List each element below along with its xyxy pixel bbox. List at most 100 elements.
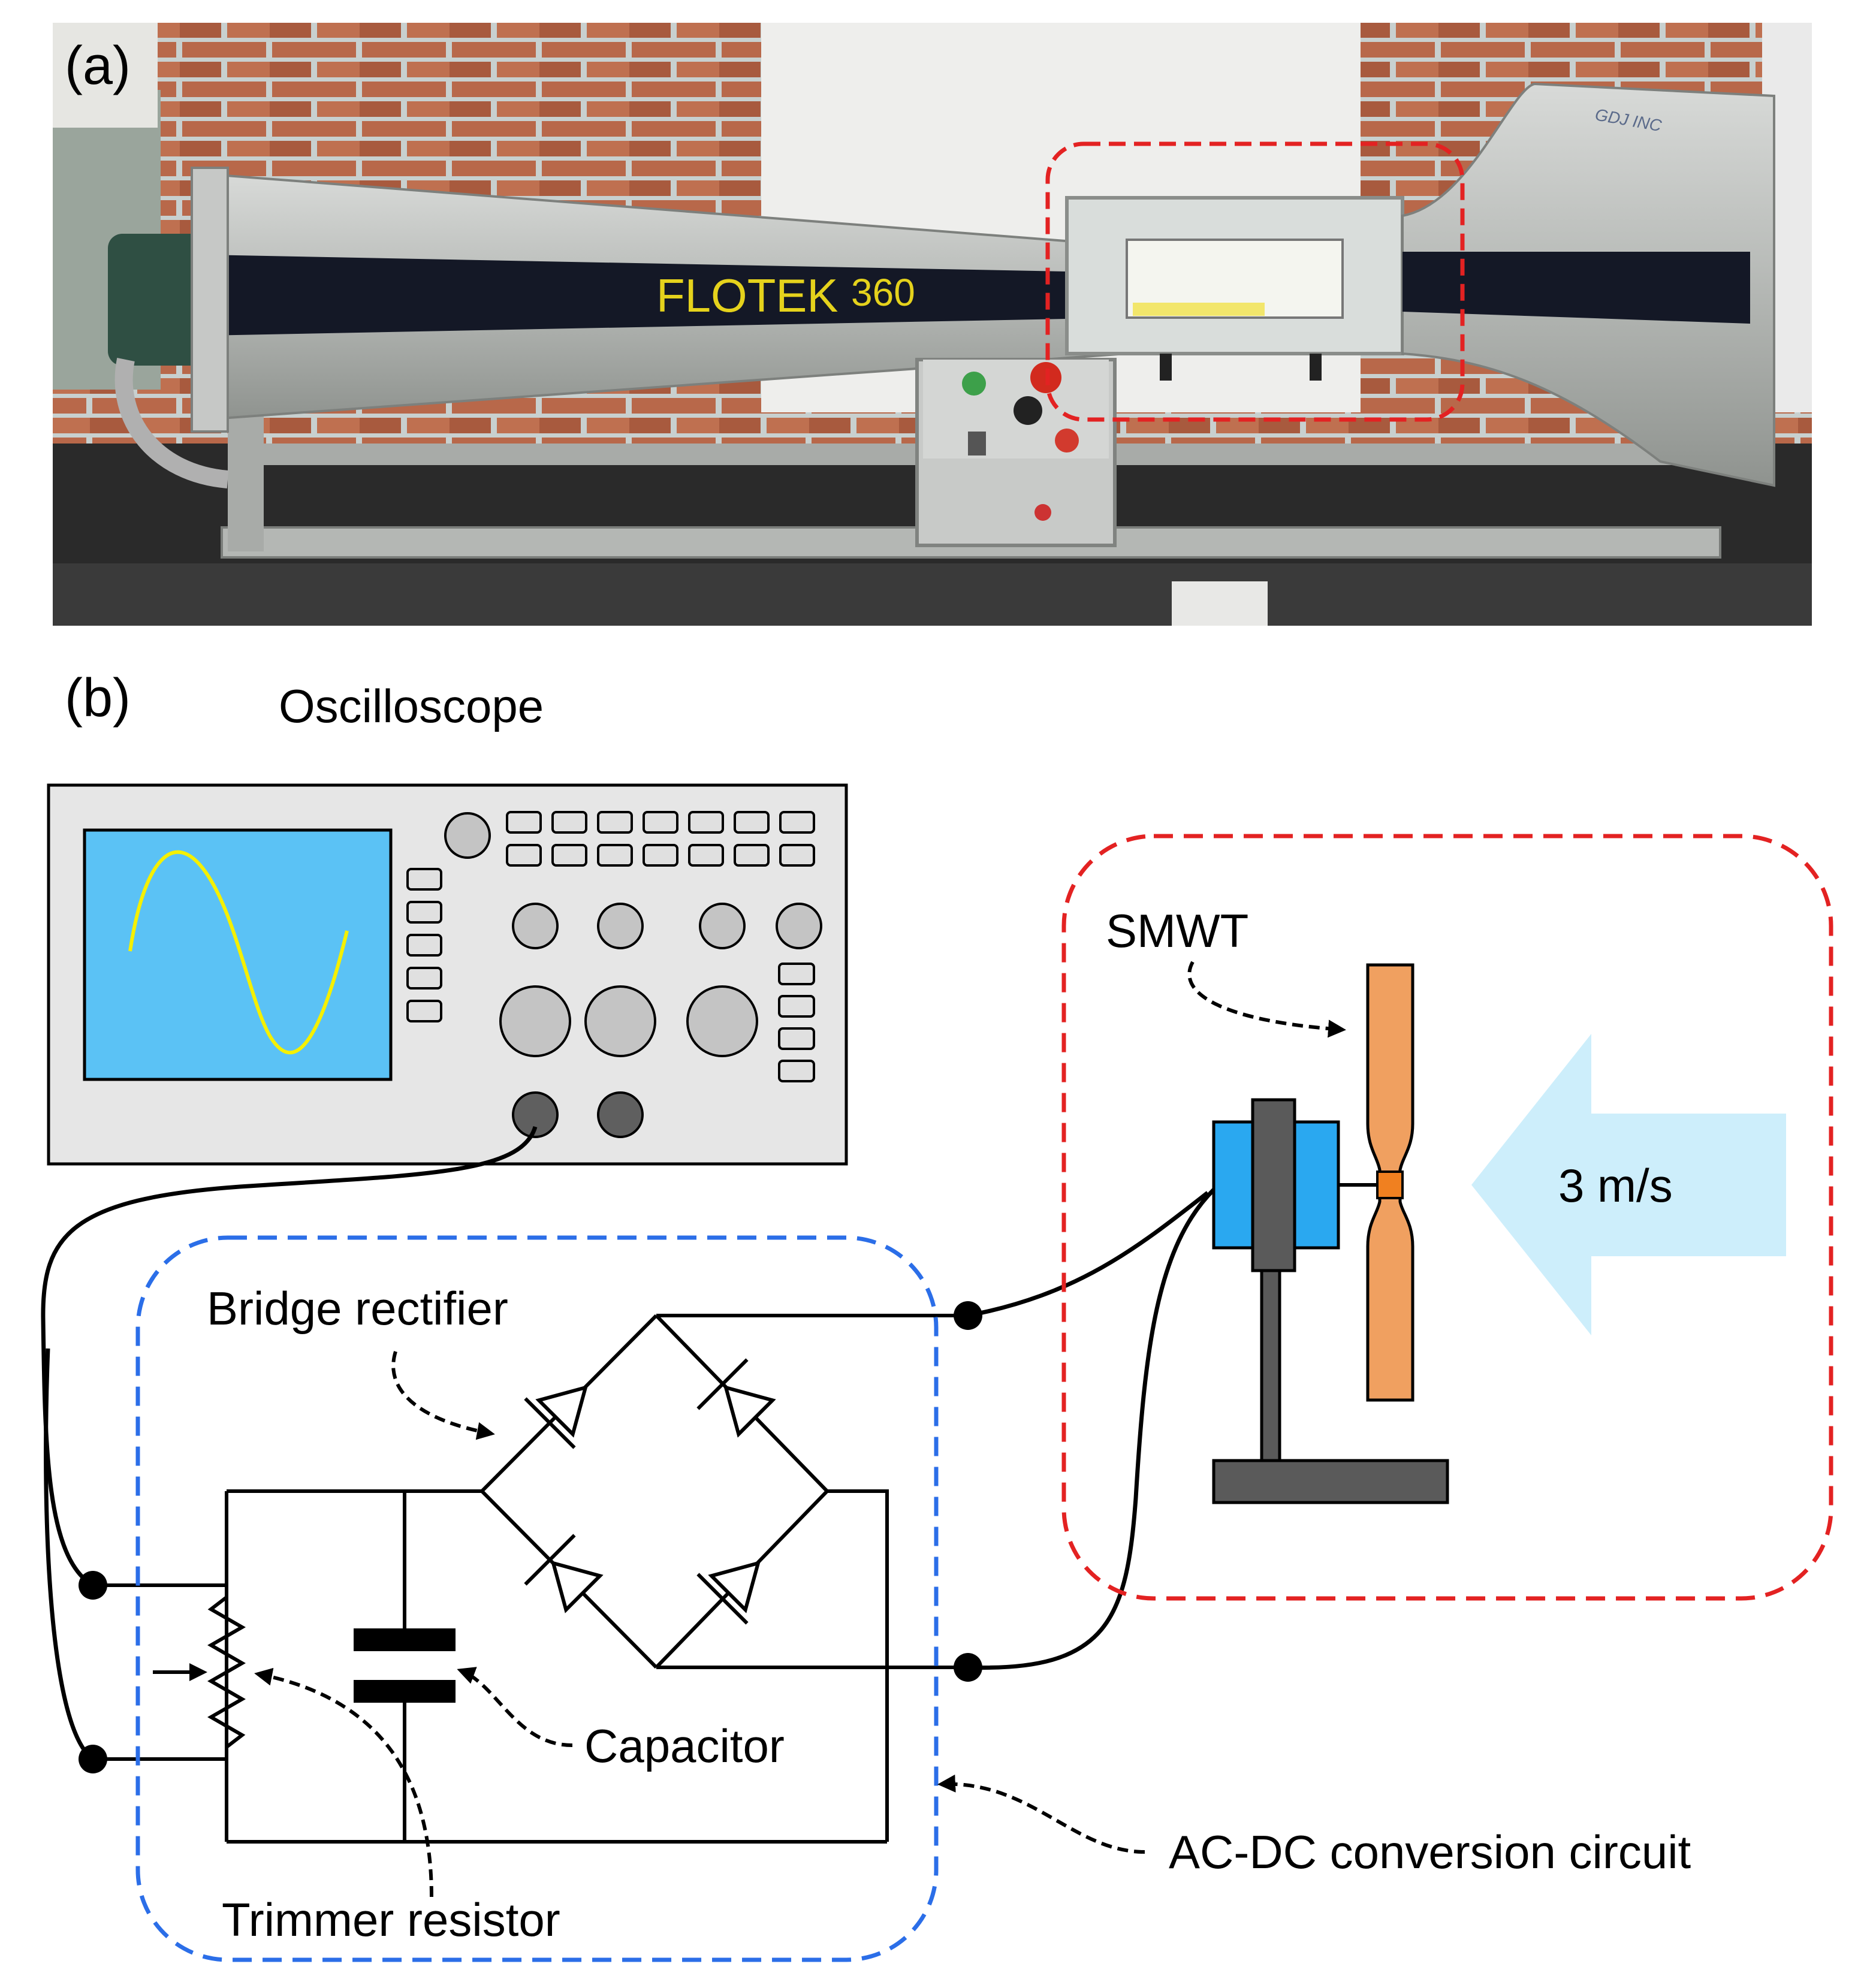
scope-small-knob xyxy=(776,903,822,949)
scope-top-button xyxy=(506,811,542,834)
ac-dc-circuit-label: AC-DC conversion circuit xyxy=(1169,1826,1691,1878)
diode-triangle xyxy=(723,1384,776,1438)
panel-a-photo: FLOTEK 360 GDJ INC (a) xyxy=(53,23,1812,626)
scope-top-button xyxy=(597,811,633,834)
diode-top-right xyxy=(696,1358,776,1438)
wind-arrow-shape xyxy=(1471,1034,1786,1335)
panel-a-label-bg xyxy=(53,23,158,128)
test-stand-left xyxy=(1160,354,1172,381)
capacitor xyxy=(354,1628,456,1703)
test-section-insert xyxy=(1133,303,1265,316)
turbine-stand-pole xyxy=(1260,1266,1281,1462)
test-section-highlight-box xyxy=(1045,141,1465,422)
oscilloscope-top-buttons xyxy=(506,811,815,867)
scope-small-knob xyxy=(699,903,746,949)
generator-shaft-block xyxy=(1251,1098,1296,1272)
scope-top-button xyxy=(734,811,770,834)
resistor-zigzag xyxy=(207,1585,246,1759)
oscilloscope-screen xyxy=(83,828,393,1081)
generator-cable-bottom xyxy=(967,1188,1215,1670)
wall-socket xyxy=(1172,581,1268,626)
diode-bottom-left xyxy=(524,1534,604,1613)
scope-top-button xyxy=(597,844,633,867)
diode-bar xyxy=(696,1358,749,1410)
smwt-dashed-box xyxy=(1061,834,1833,1601)
scope-probe-input-2 xyxy=(597,1091,644,1138)
scope-top-button xyxy=(779,844,815,867)
scope-top-button xyxy=(643,811,678,834)
scope-top-button xyxy=(779,811,815,834)
diode-triangle xyxy=(550,1560,604,1613)
tunnel-stripe xyxy=(204,255,1127,336)
diode-bar xyxy=(524,1534,576,1586)
scope-right-button xyxy=(778,963,815,985)
generator-cable-top xyxy=(967,1191,1210,1318)
scope-probe-input-1 xyxy=(512,1091,559,1138)
control-green-button xyxy=(962,372,986,396)
probe-cable-ground xyxy=(44,1348,95,1761)
tunnel-brand: FLOTEK xyxy=(656,269,838,322)
wind-arrow: 3 m/s xyxy=(1471,1034,1786,1335)
bridge-rectifier xyxy=(480,1314,829,1669)
scope-top-button xyxy=(688,811,724,834)
oscilloscope-label: Oscilloscope xyxy=(279,680,544,732)
circuit-wires xyxy=(93,1314,968,1844)
oscilloscope xyxy=(47,783,848,1166)
oscilloscope-left-buttons xyxy=(406,868,442,1022)
diode-bar xyxy=(696,1573,749,1625)
ac-dc-circuit-dashed-box xyxy=(135,1235,939,1962)
smwt-pointer xyxy=(1187,961,1346,1038)
scope-top-button xyxy=(551,844,587,867)
scope-right-button xyxy=(778,1060,815,1082)
scope-side-button xyxy=(406,967,442,990)
scope-small-knob xyxy=(512,903,559,949)
scope-top-button xyxy=(734,844,770,867)
oscilloscope-knobs xyxy=(499,903,822,1057)
trimmer-resistor-pointer xyxy=(254,1667,433,1898)
panel-a-label: (a) xyxy=(65,36,131,96)
wire xyxy=(827,1489,889,1842)
scope-right-button xyxy=(778,1027,815,1050)
control-box-logo xyxy=(1034,504,1051,521)
scope-top-button xyxy=(506,844,542,867)
bench-front xyxy=(53,563,1812,626)
scope-side-button xyxy=(406,1000,442,1022)
scope-large-knob xyxy=(584,985,656,1057)
capacitor-plate-bottom xyxy=(354,1680,456,1703)
capacitor-pointer xyxy=(457,1667,573,1747)
capacitor-label: Capacitor xyxy=(584,1719,785,1772)
scope-side-button xyxy=(406,934,442,957)
contraction-stripe xyxy=(1402,252,1750,324)
tunnel-model: 360 xyxy=(851,271,915,314)
diode-top-left xyxy=(524,1384,589,1449)
oscilloscope-sine-trace xyxy=(128,850,349,1055)
test-stand-right xyxy=(1310,354,1322,381)
probe-cable xyxy=(41,1126,538,1588)
diode-bottom-right xyxy=(696,1560,761,1625)
diode-triangle xyxy=(708,1560,761,1613)
control-red-button xyxy=(1055,429,1079,452)
scope-large-knob xyxy=(686,985,758,1057)
scope-top-button xyxy=(688,844,724,867)
scope-top-button xyxy=(551,811,587,834)
control-switch xyxy=(968,432,986,455)
trimmer-resistor-label: Trimmer resistor xyxy=(222,1893,560,1946)
scope-small-knob xyxy=(597,903,644,949)
smwt-turbine xyxy=(1212,963,1449,1504)
wind-speed-label: 3 m/s xyxy=(1558,1159,1673,1212)
panel-b-schematic: (b) Oscilloscope xyxy=(41,668,1833,1962)
diode-triangle xyxy=(535,1384,589,1438)
ac-dc-circuit-pointer xyxy=(937,1774,1145,1854)
panel-b-label: (b) xyxy=(65,668,131,728)
smwt-label: SMWT xyxy=(1106,904,1248,957)
trimmer-resistor xyxy=(153,1585,246,1759)
turbine-stand-base xyxy=(1212,1459,1449,1504)
scope-right-button xyxy=(778,995,815,1018)
bridge-rectifier-pointer xyxy=(391,1351,495,1440)
diode-bar xyxy=(524,1397,576,1449)
oscilloscope-right-buttons xyxy=(778,963,815,1082)
motor-cable xyxy=(114,358,229,488)
control-knob xyxy=(1014,396,1042,425)
scope-side-button xyxy=(406,901,442,924)
